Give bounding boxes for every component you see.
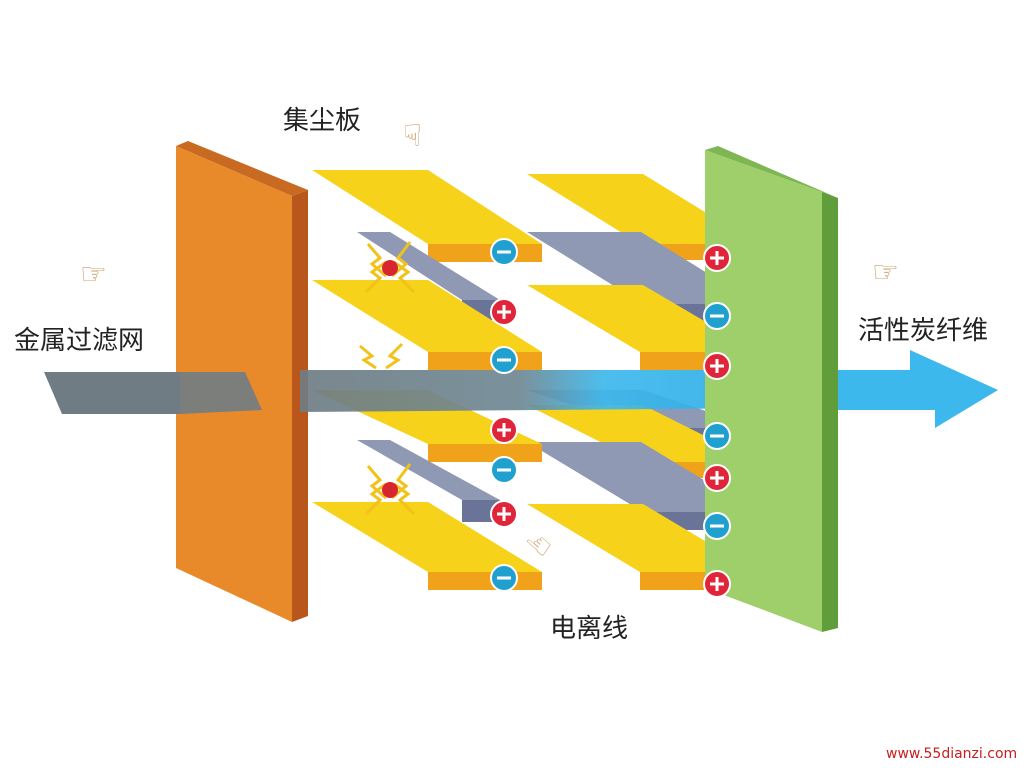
air-flow-exit-arrow — [838, 350, 998, 428]
watermark: www.55dianzi.com — [886, 746, 1018, 762]
spark-icon — [364, 463, 416, 516]
charged-particle-icon — [382, 260, 398, 276]
negative-marker — [703, 422, 731, 450]
spark-icon — [359, 342, 404, 370]
charge-markers — [490, 238, 731, 598]
positive-marker — [703, 570, 731, 598]
metal-filter-label: 金属过滤网 — [14, 326, 145, 356]
pointing-hand-icon: ☞ — [872, 255, 899, 290]
carbon-filter-panel — [705, 146, 838, 632]
pointing-hand-icon: ☞ — [394, 121, 430, 149]
positive-marker — [490, 298, 518, 326]
negative-marker — [490, 564, 518, 592]
positive-marker — [490, 500, 518, 528]
collector-plate-label: 集尘板 — [283, 106, 362, 136]
negative-marker — [490, 456, 518, 484]
positive-marker — [490, 416, 518, 444]
negative-marker — [490, 238, 518, 266]
pointing-hand-icon: ☞ — [80, 257, 107, 292]
spark-icon — [364, 241, 416, 294]
activated-carbon-label: 活性炭纤维 — [858, 316, 989, 346]
negative-marker — [490, 346, 518, 374]
air-flow-in — [44, 372, 262, 414]
positive-marker — [703, 464, 731, 492]
negative-marker — [703, 512, 731, 540]
positive-marker — [703, 244, 731, 272]
air-flow-out — [300, 370, 790, 412]
ionizing-wire-label: 电离线 — [550, 614, 629, 644]
charged-particle-icon — [382, 482, 398, 498]
negative-marker — [703, 302, 731, 330]
positive-marker — [703, 352, 731, 380]
